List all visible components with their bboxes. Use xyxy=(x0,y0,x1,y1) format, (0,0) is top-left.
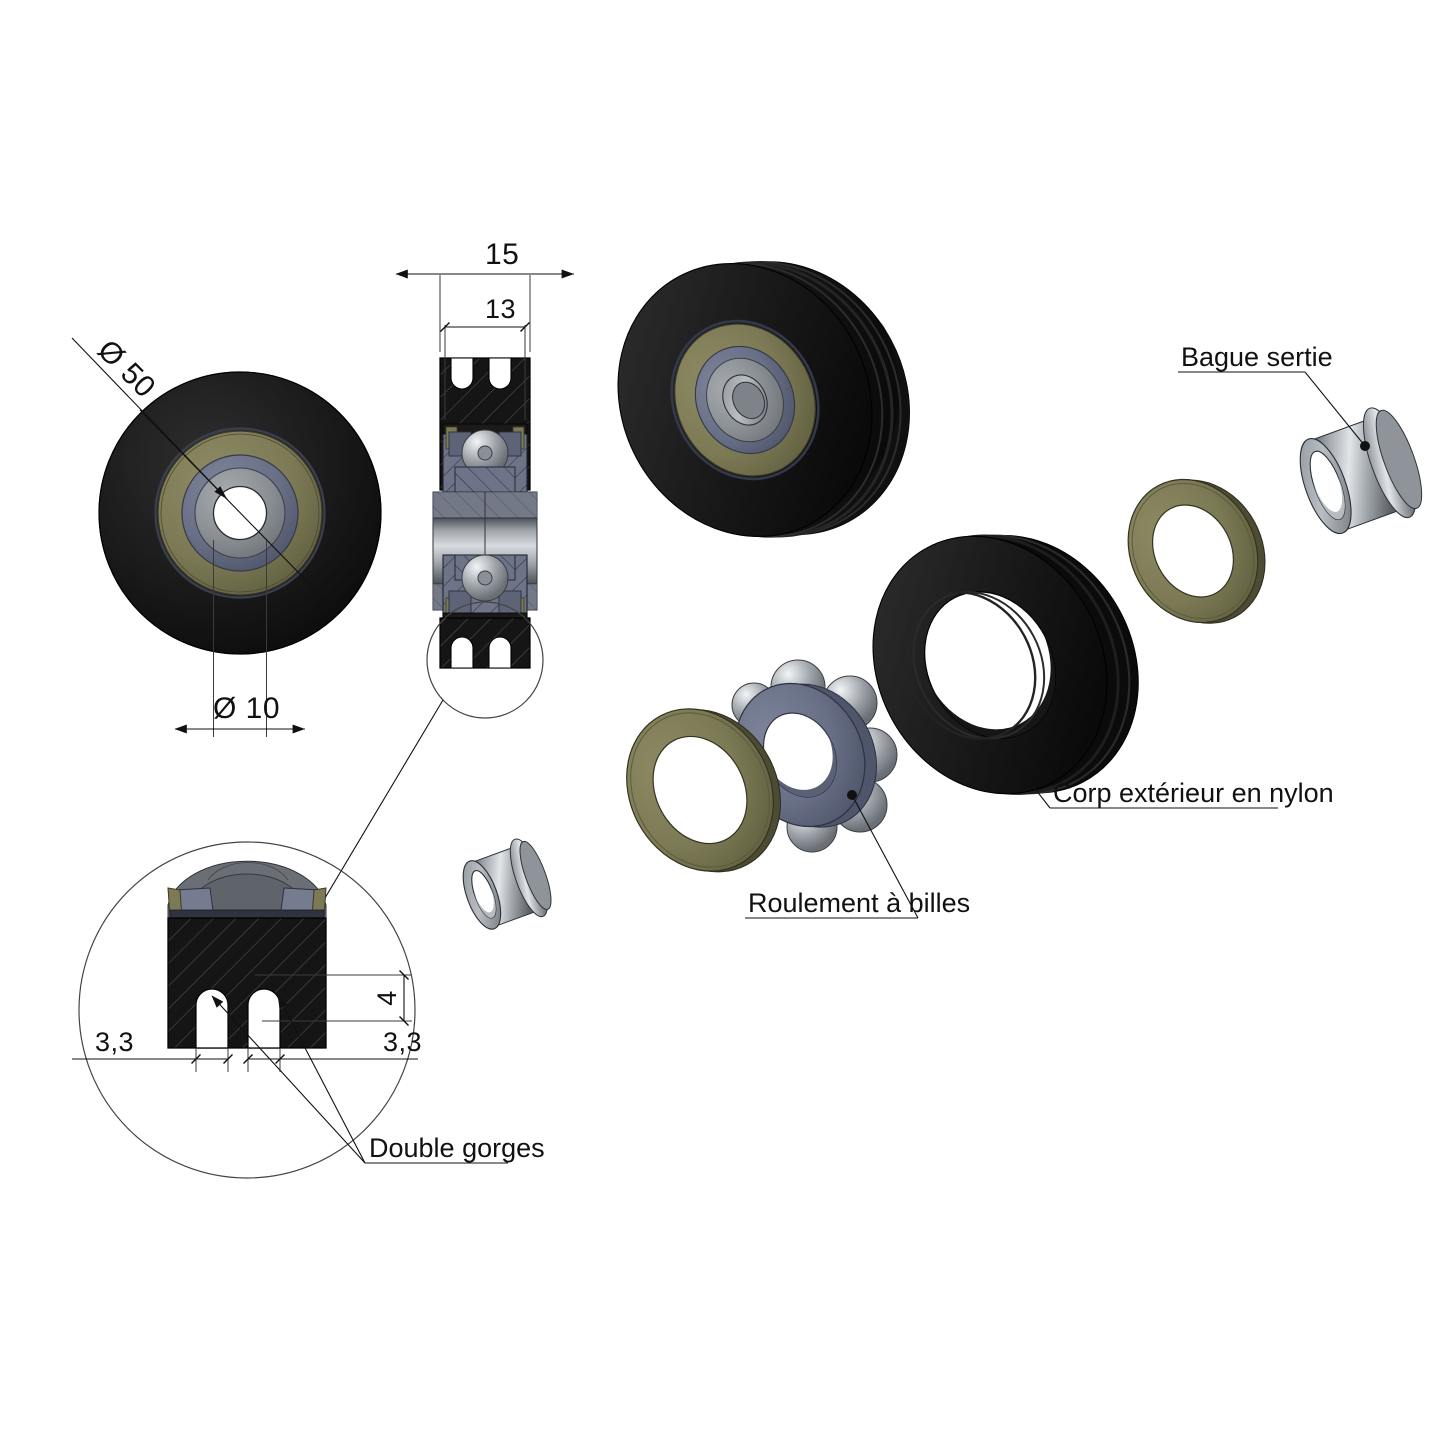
dim-groove-pitch-left-text: 3,3 xyxy=(95,1027,134,1057)
callout-double-groove-text: Double gorges xyxy=(369,1133,545,1163)
isometric-assembled-view xyxy=(617,260,910,538)
callout-ball-bearing-text: Roulement à billes xyxy=(748,888,970,918)
detail-enlargement-view xyxy=(78,841,416,1179)
dimension-overall-width: 15 xyxy=(395,238,575,352)
exploded-seal-washer-right xyxy=(1127,478,1266,624)
detail-reference-circle xyxy=(324,601,544,899)
dim-groove-pitch-right-text: 3,3 xyxy=(383,1027,422,1057)
dim-overall-width-text: 15 xyxy=(485,238,519,271)
callout-crimped-ring: Bague sertie xyxy=(1178,342,1370,451)
exploded-crimped-ring xyxy=(1299,407,1423,535)
dimension-groove-span: 13 xyxy=(440,294,530,420)
exploded-seal-washer-left xyxy=(626,708,781,873)
callout-crimped-ring-text: Bague sertie xyxy=(1181,342,1333,372)
dim-groove-span-text: 13 xyxy=(485,294,516,324)
section-view xyxy=(432,357,538,669)
callout-ball-bearing: Roulement à billes xyxy=(745,790,970,919)
dim-groove-depth-text: 4 xyxy=(372,990,402,1006)
dimension-groove-depth: 4 xyxy=(255,970,412,1026)
callout-double-groove: Double gorges xyxy=(211,995,545,1164)
dim-bore-diameter-text: Ø 10 xyxy=(213,692,280,725)
dimension-bore-diameter: Ø 10 xyxy=(174,540,306,737)
callout-outer-body-text: Corp extérieur en nylon xyxy=(1053,778,1334,808)
exploded-crimped-ring-secondary xyxy=(462,838,552,930)
callout-outer-body: Corp extérieur en nylon xyxy=(1010,758,1334,809)
dimension-groove-pitch: 3,3 3,3 xyxy=(72,1027,422,1072)
exploded-nylon-body xyxy=(872,534,1139,795)
